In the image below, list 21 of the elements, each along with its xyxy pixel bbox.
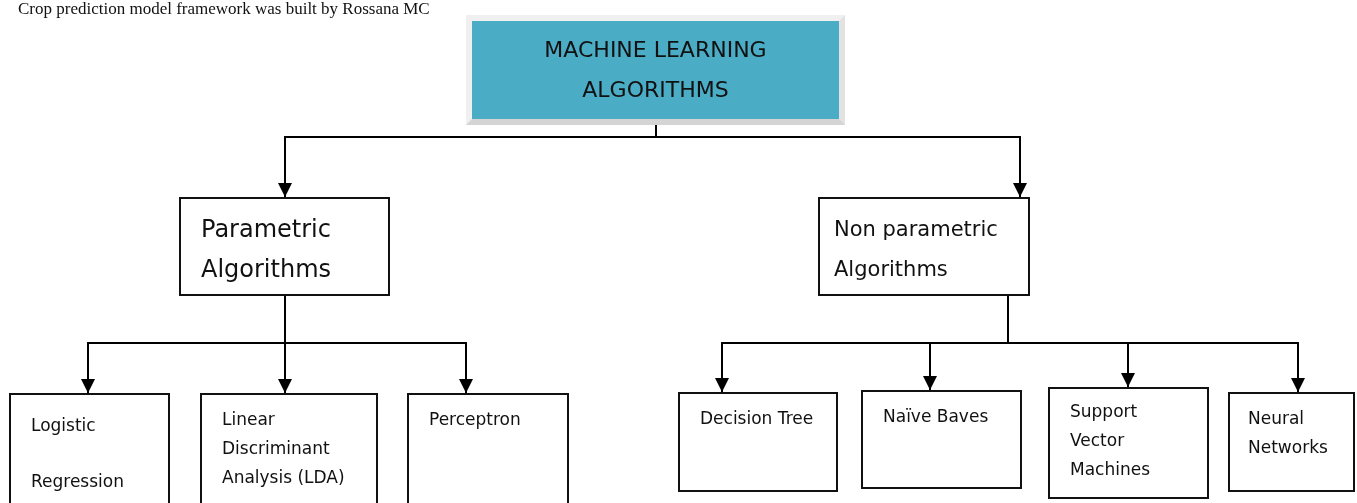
category-box: [179, 197, 390, 296]
node-label: MACHINE LEARNING ALGORITHMS: [543, 36, 768, 104]
category-box: [407, 393, 569, 503]
category-box: [861, 390, 1022, 489]
caption-text: Crop prediction model framework was built by Rossana MC: [18, 0, 430, 17]
node-label: Perceptron: [429, 408, 522, 431]
category-box: [200, 393, 378, 503]
category-box: [1228, 392, 1355, 492]
category-box: [9, 393, 170, 503]
node-label: Linear Discriminant Analysis (LDA): [222, 408, 346, 489]
node-label: Support Vector Machines: [1070, 400, 1152, 481]
node-label: Logistic Regression: [31, 414, 125, 493]
title-box: [466, 15, 845, 125]
category-box: [678, 392, 838, 492]
node-label: Naïve Baves: [883, 405, 990, 428]
node-label: Parametric Algorithms: [201, 214, 333, 285]
node-label: Neural Networks: [1248, 407, 1329, 459]
node-label: Decision Tree: [700, 407, 815, 430]
node-label: Non parametric Algorithms: [834, 216, 999, 283]
category-box: [1048, 387, 1209, 499]
category-box: [818, 197, 1030, 296]
